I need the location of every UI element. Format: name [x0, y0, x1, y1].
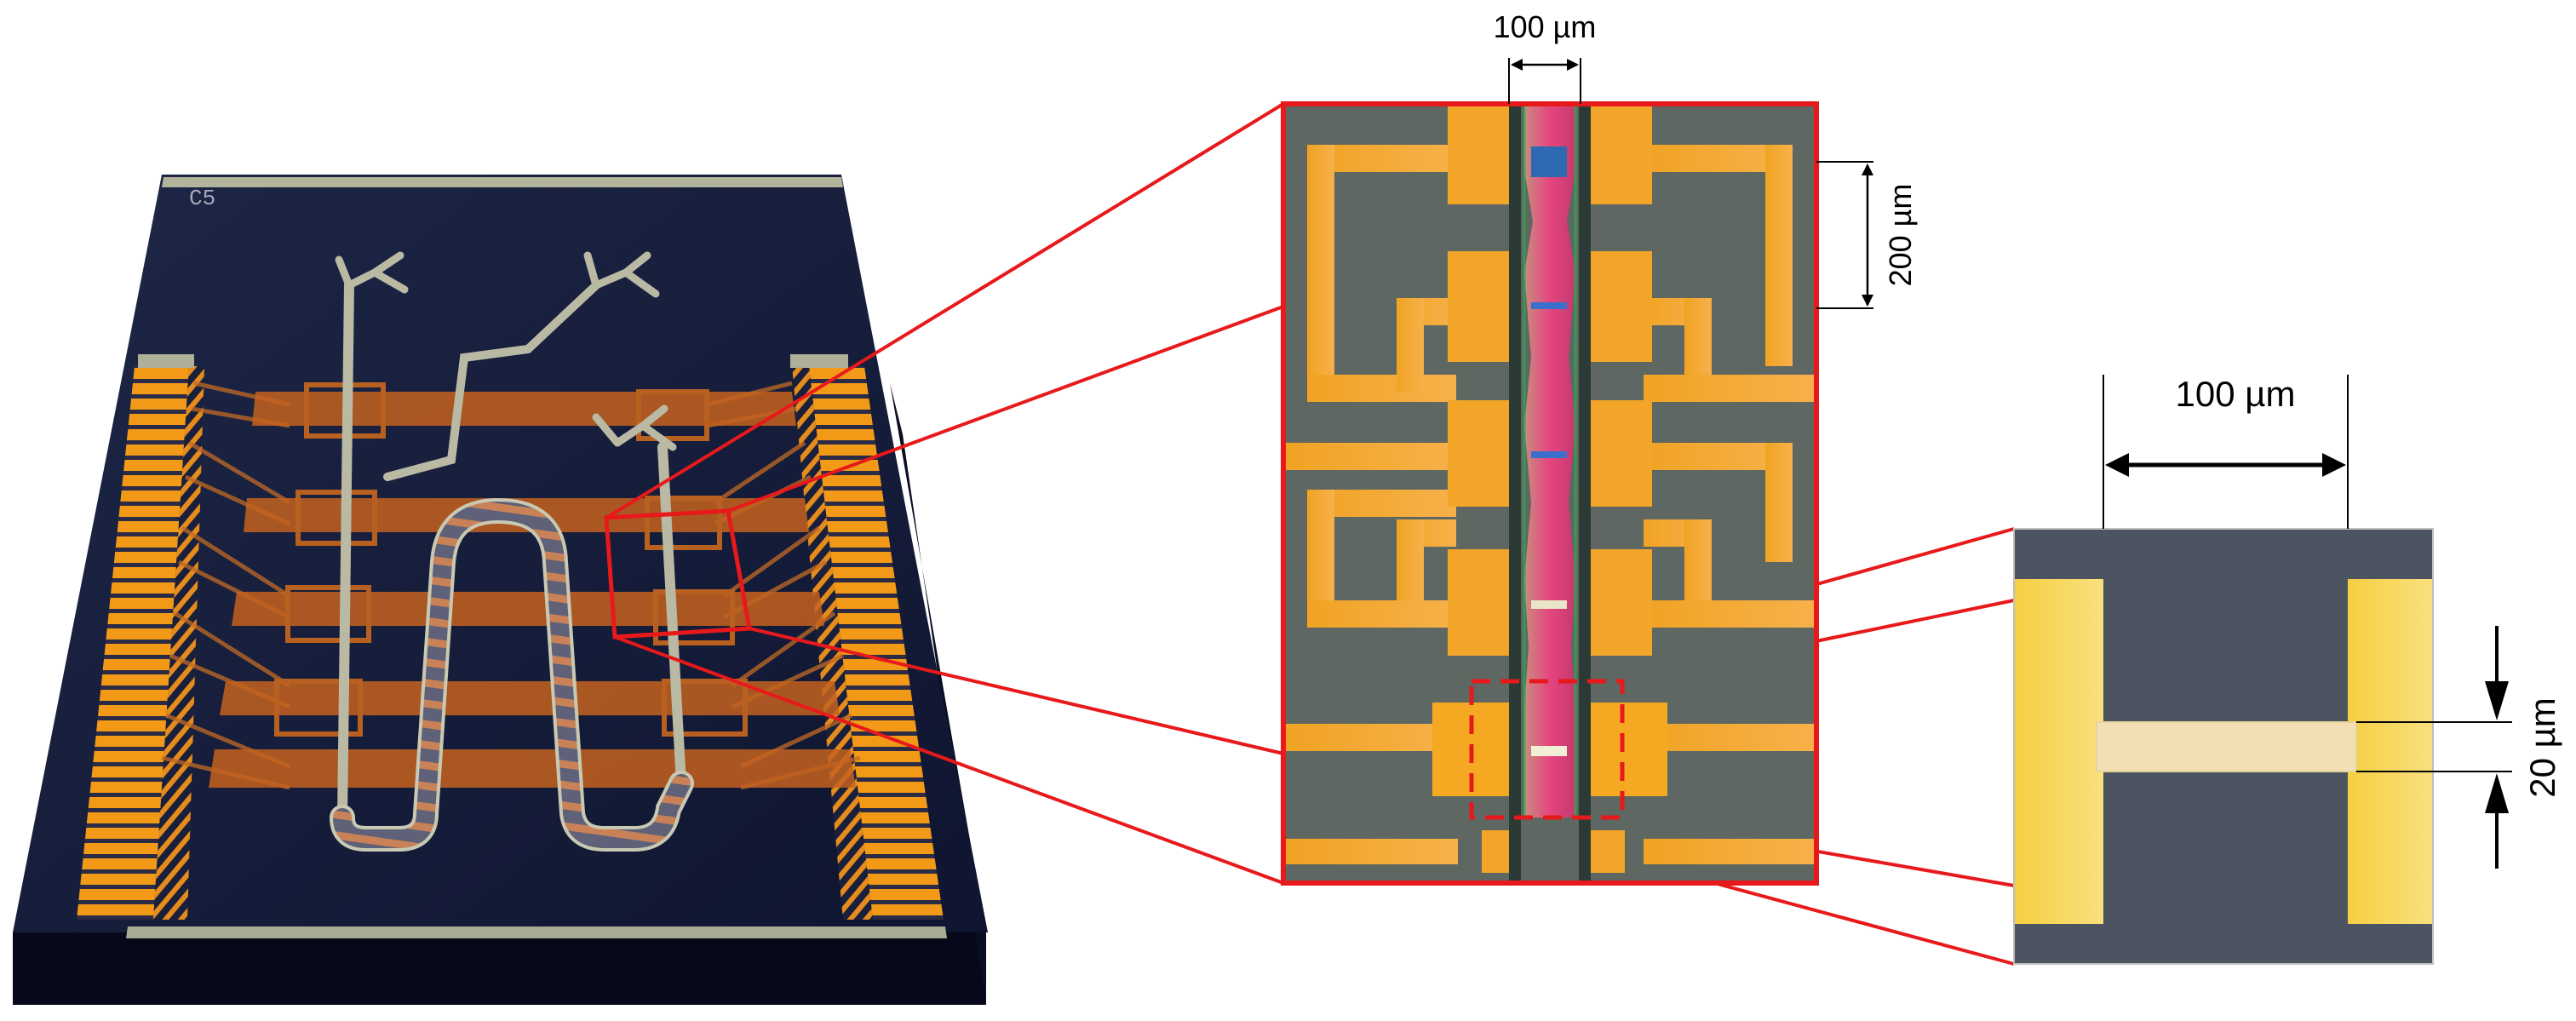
- chip-device: C5: [13, 175, 988, 1005]
- zoom-width-label: 100 µm: [1494, 9, 1597, 44]
- zoom-width-dimension: 100 µm: [1494, 9, 1597, 104]
- detail-gap-dimension: 20 µm: [2356, 626, 2562, 869]
- zoom-callout-box: [1469, 679, 1625, 820]
- zoom-pitch-label: 200 µm: [1883, 184, 1918, 287]
- chip-rail-bottom: [126, 926, 947, 938]
- zoom-gold-traces-left: [1283, 145, 1458, 864]
- chip-top-surface: [13, 175, 988, 932]
- zoom-channel-wall-right: [1579, 104, 1591, 883]
- zoom-magenta-strip: [1524, 104, 1575, 817]
- fluidic-channels: [330, 251, 694, 852]
- chip-rail-top: [162, 177, 843, 187]
- detail-width-dimension: 100 µm: [2103, 374, 2349, 529]
- zoom-sensing-gaps: [1531, 146, 1567, 756]
- zoom-panel-border: [1281, 101, 1819, 886]
- detail-film-bridge: [2097, 722, 2356, 771]
- detail-panel: 100 µm 20 µm: [2013, 374, 2562, 965]
- zoom-gold-traces-right: [1644, 145, 1816, 864]
- chip-side-front: [13, 932, 986, 1005]
- detail-panel-border: [2013, 528, 2434, 965]
- zoom-channel-wall-left: [1509, 104, 1521, 883]
- detail-gap-label: 20 µm: [2522, 697, 2562, 798]
- zoom-pitch-dimension: 200 µm: [1816, 161, 1918, 309]
- detail-gold-electrode-left: [2014, 579, 2103, 924]
- detail-width-label: 100 µm: [2176, 374, 2296, 414]
- left-contact-pads: [77, 354, 204, 920]
- chip-label: C5: [189, 186, 215, 211]
- zoom-panel: 100 µm 200 µm: [1281, 9, 1918, 886]
- detail-gold-electrode-right: [2348, 579, 2433, 924]
